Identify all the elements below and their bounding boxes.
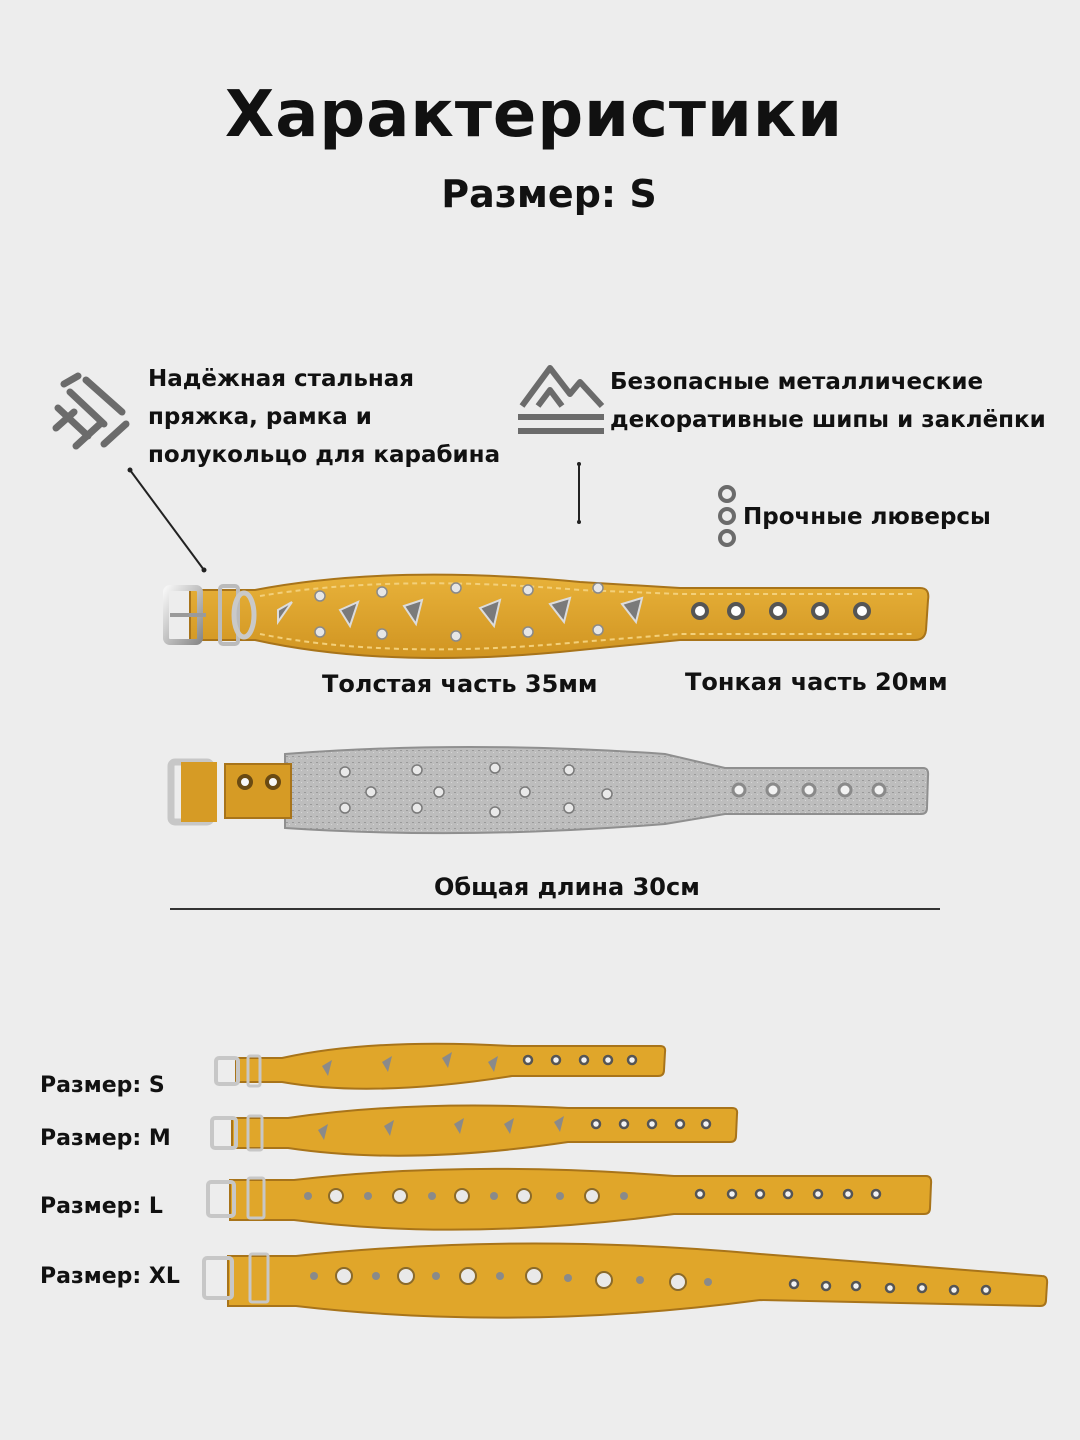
- thick-part-label: Толстая часть 35мм: [322, 670, 598, 698]
- buckle-icon: [48, 372, 134, 454]
- buckle-feature-line-1: Надёжная стальная: [148, 366, 415, 392]
- thin-part-label: Тонкая часть 20мм: [685, 668, 948, 696]
- buckle-feature-line-2: пряжка, рамка и: [148, 404, 372, 430]
- spikes-feature-line-2: декоративные шипы и заклёпки: [610, 407, 1046, 433]
- rings-icon: [714, 484, 740, 548]
- collar-size-l-image: [204, 1164, 934, 1240]
- size-label-xl: Размер: XL: [40, 1264, 180, 1289]
- eyelets-feature-text: Прочные люверсы: [743, 504, 991, 530]
- leader-lines: [127, 462, 581, 573]
- buckle-feature-line-3: полукольцо для карабина: [148, 442, 501, 468]
- mountain-icon: [516, 362, 606, 438]
- spikes-feature-line-1: Безопасные металлические: [610, 369, 984, 395]
- total-length-label: Общая длина 30см: [434, 873, 700, 901]
- buckle-feature-text: Надёжная стальная пряжка, рамка и полуко…: [148, 360, 500, 474]
- section-divider: [170, 908, 940, 910]
- collar-front-image: [160, 552, 930, 672]
- collar-size-s-image: [212, 1036, 668, 1100]
- size-label-s: Размер: S: [40, 1073, 165, 1098]
- collar-size-xl-image: [200, 1236, 1050, 1332]
- size-label-l: Размер: L: [40, 1194, 163, 1219]
- collar-back-image: [165, 742, 930, 842]
- size-subtitle: Размер: S: [441, 172, 657, 216]
- size-label-m: Размер: M: [40, 1126, 171, 1151]
- collar-size-m-image: [208, 1100, 740, 1166]
- spikes-feature-text: Безопасные металлические декоративные ши…: [610, 363, 1046, 439]
- page-title: Характеристики: [224, 78, 844, 152]
